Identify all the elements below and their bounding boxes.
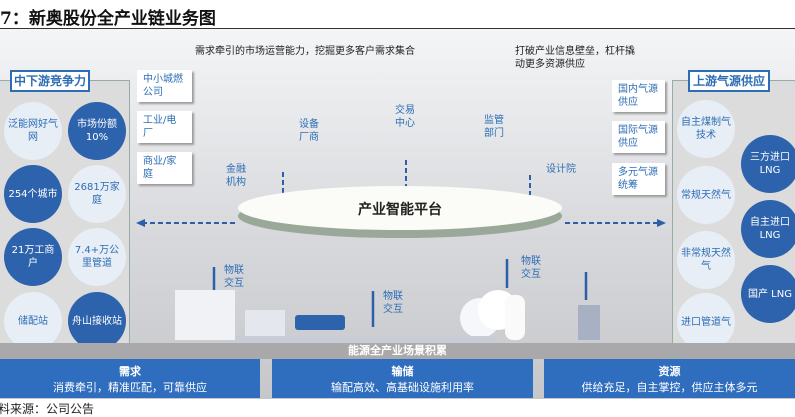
supply-box: 国内气源供应 (612, 80, 665, 112)
bar-text: 供给充足，自主掌控，供应主体多元 (581, 381, 758, 394)
circle: 舟山接收站 (68, 292, 126, 350)
supply-box: 多元气源统筹 (612, 163, 665, 195)
circle: 自主煤制气技术 (677, 100, 735, 158)
stakeholder-label: 金融机构 (226, 164, 246, 188)
circle: 储配站 (4, 292, 62, 350)
circle: 2681万家庭 (68, 165, 126, 223)
bar-text: 输配高效、高基础设施利用率 (331, 381, 474, 394)
right-panel-label: 上游气源供应 (688, 70, 770, 92)
circle: 21万工商户 (4, 228, 62, 286)
customer-box: 工业/电厂 (137, 111, 192, 143)
circle: 自主进口 LNG (741, 200, 795, 258)
left-panel-label: 中下游竞争力 (10, 70, 90, 92)
customer-box: 中小城燃公司 (137, 70, 192, 102)
bar-title: 输储 (391, 365, 414, 378)
note-demand: 需求牵引的市场运营能力，挖掘更多客户需求集合 (195, 46, 415, 57)
bar-resource: 资源供给充足，自主掌控，供应主体多元 (544, 359, 795, 398)
stakeholder-label: 设备厂商 (299, 119, 319, 143)
circle: 常规天然气 (677, 166, 735, 224)
circle: 非常规天然气 (677, 231, 735, 289)
iot-label: 物联交互 (521, 256, 541, 280)
stakeholder-label: 监管部门 (484, 115, 504, 139)
circle: 254个城市 (4, 165, 62, 223)
stakeholder-label: 交易中心 (395, 105, 415, 129)
circle: 国产 LNG (741, 265, 795, 323)
circle: 泛能网好气网 (4, 102, 62, 160)
iot-label: 物联交互 (224, 265, 244, 289)
bar-transport: 输储输配高效、高基础设施利用率 (272, 359, 533, 398)
circle: 进口管道气 (677, 293, 735, 351)
stakeholder-label: 设计院 (546, 164, 576, 175)
platform-label: 产业智能平台 (358, 202, 442, 218)
bar-title: 需求 (119, 365, 141, 378)
bar-text: 消费牵引，精准匹配，可靠供应 (53, 381, 207, 394)
supply-box: 国际气源供应 (612, 121, 665, 153)
circle: 三方进口 LNG (741, 135, 795, 193)
title-rule (0, 28, 795, 29)
base-band: 能源全产业场景积累 (0, 343, 795, 359)
customer-box: 商业/家庭 (137, 152, 192, 184)
bar-title: 资源 (658, 365, 681, 378)
bar-demand: 需求消费牵引，精准匹配，可靠供应 (0, 359, 260, 398)
circle: 市场份额 10% (68, 102, 126, 160)
note-supply: 打破产业信息壁垒，杠杆撬动更多资源供应 (515, 46, 635, 70)
figure-title: 7：新奥股份全产业链业务图 (0, 9, 216, 29)
circle: 7.4+万公里管道 (68, 228, 126, 286)
iot-label: 物联交互 (383, 291, 403, 315)
